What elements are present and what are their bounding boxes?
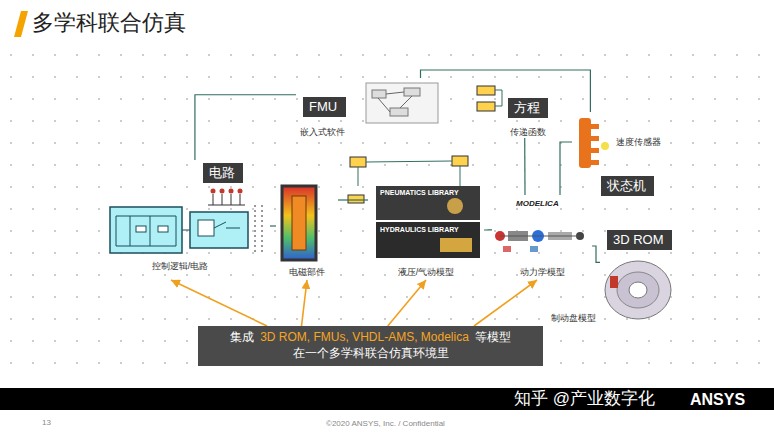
transfer-function-figure xyxy=(477,86,502,111)
signal-wire xyxy=(484,229,492,230)
tag-box: 3D ROM xyxy=(607,230,672,250)
component-region: 3D ROM制动盘模型 xyxy=(600,226,675,330)
footer-text: ©2020 ANSYS, Inc. / Confidential xyxy=(326,419,445,429)
slide-title: 多学科联合仿真 xyxy=(32,9,186,37)
signal-wire xyxy=(524,138,525,195)
callout-line: 集成 3D ROM, FMUs, VHDL-AMS, Modelica 等模型 xyxy=(206,329,535,345)
component-region: 速度传感器 xyxy=(572,112,664,172)
hydraulic-library-figure xyxy=(376,186,480,258)
signal-wire xyxy=(560,142,572,195)
callout-arrow xyxy=(388,280,426,326)
callout-text: 等模型 xyxy=(475,330,511,344)
em-part-figure xyxy=(282,186,316,260)
component-region: 电磁部件 xyxy=(276,180,338,280)
library-logo-text: MODELICA xyxy=(516,199,559,209)
tag-text: 3D ROM xyxy=(613,232,664,248)
component-region: 电路控制逻辑/电路 xyxy=(105,160,270,280)
signal-wire xyxy=(592,246,600,262)
watermark: 知乎 @产业数字化 xyxy=(514,388,655,409)
library-logo-text: HYDRAULICS LIBRARY xyxy=(380,225,459,234)
callout-arrow xyxy=(474,280,537,326)
callout-box: 集成 3D ROM, FMUs, VHDL-AMS, Modelica 等模型在一个… xyxy=(198,326,543,366)
signal-wire xyxy=(270,225,276,226)
component-caption: 液压/气动模型 xyxy=(368,266,484,278)
callout-text: 集成 xyxy=(230,330,254,344)
component-caption: 制动盘模型 xyxy=(528,312,596,324)
watermark: ANSYS xyxy=(690,390,745,410)
component-caption: 传递函数 xyxy=(506,126,550,138)
brake-disc-figure xyxy=(605,261,671,319)
tag-box: 状态机 xyxy=(601,176,654,196)
footer-text: 13 xyxy=(42,418,51,428)
signal-blocks xyxy=(348,156,468,203)
control-circuit-figure xyxy=(110,189,262,256)
component-caption: 速度传感器 xyxy=(616,136,664,148)
speed-sensor-figure xyxy=(579,118,609,168)
fmu-figure xyxy=(366,83,438,123)
component-caption: 动力学模型 xyxy=(492,266,592,278)
dot-grid xyxy=(0,44,774,384)
tag-box: 方程 xyxy=(508,98,548,118)
callout-text: 3D ROM, FMUs, VHDL-AMS, Modelica xyxy=(260,330,469,344)
footer-band xyxy=(0,388,774,410)
tag-box: 电路 xyxy=(203,163,243,183)
component-region: FMU 嵌入式软件 xyxy=(296,78,446,140)
callout-line: 在一个多学科联合仿真环境里 xyxy=(206,345,535,361)
tag-box: FMU xyxy=(303,97,346,117)
callout-arrow xyxy=(171,280,267,326)
signal-wire xyxy=(338,199,368,200)
signal-wire xyxy=(195,95,296,160)
callout-text: 在一个多学科联合仿真环境里 xyxy=(293,346,449,360)
tag-text: FMU xyxy=(309,99,337,115)
component-region: 方程传递函数 xyxy=(470,80,566,138)
tag-text: 状态机 xyxy=(607,178,646,194)
callout-arrow xyxy=(302,280,308,326)
component-caption: 控制逻辑/电路 xyxy=(125,260,235,272)
library-logo-text: PNEUMATICS LIBRARY xyxy=(380,188,459,197)
signal-wire xyxy=(421,70,591,112)
title-bar xyxy=(14,11,28,37)
tag-text: 电路 xyxy=(209,165,235,181)
component-caption: 嵌入式软件 xyxy=(296,126,348,138)
component-caption: 电磁部件 xyxy=(276,266,338,278)
dynamics-figure xyxy=(495,230,584,252)
tag-text: 方程 xyxy=(514,100,540,116)
